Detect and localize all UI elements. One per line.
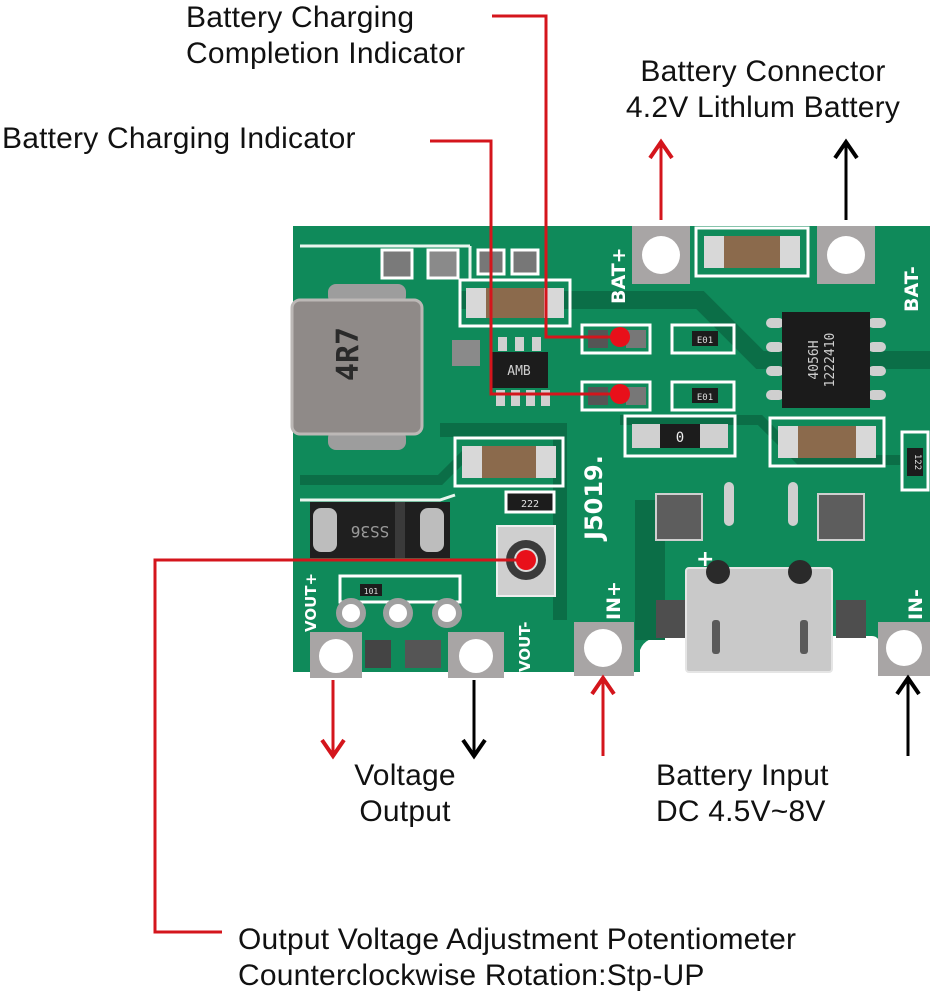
potentiometer-leader [153, 558, 526, 934]
capacitor-top-left [458, 278, 572, 328]
led-resistor-2-marking: E01 [697, 393, 713, 403]
resistor-101-marking: 101 [364, 587, 379, 596]
bat-minus-arrowhead [833, 138, 859, 160]
voltage-output-line1: Voltage [354, 759, 456, 792]
resistor-222-marking: 222 [521, 499, 539, 510]
voltage-output-label: Voltage Output [335, 758, 475, 830]
bat-plus-arrowhead [648, 138, 674, 160]
in-plus-pad[interactable] [574, 622, 634, 676]
usb-area: + [655, 482, 866, 638]
charging-indicator-dot [610, 384, 630, 404]
boost-ic: AMB [452, 337, 550, 406]
charger-ic-marking-2: 1222410 [823, 333, 838, 388]
silk-vout-plus: VOUT+ [302, 573, 320, 632]
schottky-diode: SS36 [310, 502, 450, 558]
bat-plus-pad[interactable] [632, 226, 690, 284]
potentiometer-line2: Counterclockwise Rotation:Stp-UP [238, 959, 705, 992]
vout-area: 101 [336, 574, 462, 668]
silk-board-id: J5019. [580, 455, 608, 542]
resistor-122: 122 [900, 430, 930, 492]
led-charging [580, 380, 652, 412]
capacitor-middle-left [453, 436, 565, 488]
potentiometer-label: Output Voltage Adjustment Potentiometer … [238, 922, 796, 994]
silk-vout-minus: VOUT- [516, 621, 534, 672]
battery-connector-line1: Battery Connector [640, 55, 886, 88]
completion-indicator-dot [610, 327, 630, 347]
vout-minus-pad[interactable] [448, 632, 504, 678]
charger-ic: 4056H 1222410 [766, 312, 886, 408]
potentiometer-area: 222 [496, 490, 556, 597]
completion-indicator-line1: Battery Charging [186, 1, 415, 34]
charging-indicator-label: Battery Charging Indicator [2, 121, 356, 157]
capacitor-battery [694, 226, 810, 278]
vout-plus-pad[interactable] [310, 632, 362, 678]
silk-in-minus: IN- [905, 589, 927, 620]
led-completion [580, 323, 652, 355]
potentiometer-line1: Output Voltage Adjustment Potentiometer [238, 923, 797, 956]
voltage-output-line2: Output [359, 795, 451, 828]
potentiometer-dot [516, 550, 536, 570]
bat-minus-pad[interactable] [817, 226, 875, 284]
led-resistor-1-marking: E01 [697, 336, 713, 346]
silk-bat-minus: BAT- [901, 266, 923, 312]
vout-minus-arrowhead [461, 738, 487, 760]
completion-indicator-line2: Completion Indicator [186, 37, 466, 70]
inductor-marking: 4R7 [331, 327, 366, 381]
zero-ohm-marking: 0 [676, 430, 684, 446]
micro-usb-port[interactable] [685, 560, 833, 673]
battery-connector-label: Battery Connector 4.2V Lithlum Battery [598, 54, 928, 126]
capacitor-right [768, 416, 886, 468]
silk-bat-plus: BAT+ [608, 247, 630, 304]
resistor-122-marking: 122 [912, 454, 922, 470]
vout-plus-arrowhead [320, 738, 346, 760]
battery-input-line1: Battery Input [656, 759, 829, 792]
zero-ohm-resistor: 0 [623, 414, 737, 458]
charging-indicator-leader [430, 139, 620, 396]
in-minus-pad[interactable] [878, 622, 930, 676]
in-minus-arrowhead [895, 674, 921, 696]
battery-input-label: Battery Input DC 4.5V~8V [656, 758, 829, 830]
charger-ic-marking-1: 4056H [807, 340, 822, 379]
charging-indicator-line1: Battery Charging Indicator [2, 122, 356, 155]
diode-marking: SS36 [351, 522, 390, 541]
boost-ic-marking: AMB [507, 364, 531, 379]
led-resistors: E01 E01 [670, 323, 736, 412]
battery-input-line2: DC 4.5V~8V [656, 795, 826, 828]
completion-indicator-label: Battery Charging Completion Indicator [186, 0, 465, 72]
callout-lines [153, 14, 921, 934]
inductor: 4R7 [290, 284, 424, 450]
in-plus-arrowhead [590, 674, 616, 696]
completion-indicator-leader [492, 14, 620, 339]
battery-connector-line2: 4.2V Lithlum Battery [625, 91, 901, 124]
silk-in-plus: IN+ [603, 581, 625, 620]
